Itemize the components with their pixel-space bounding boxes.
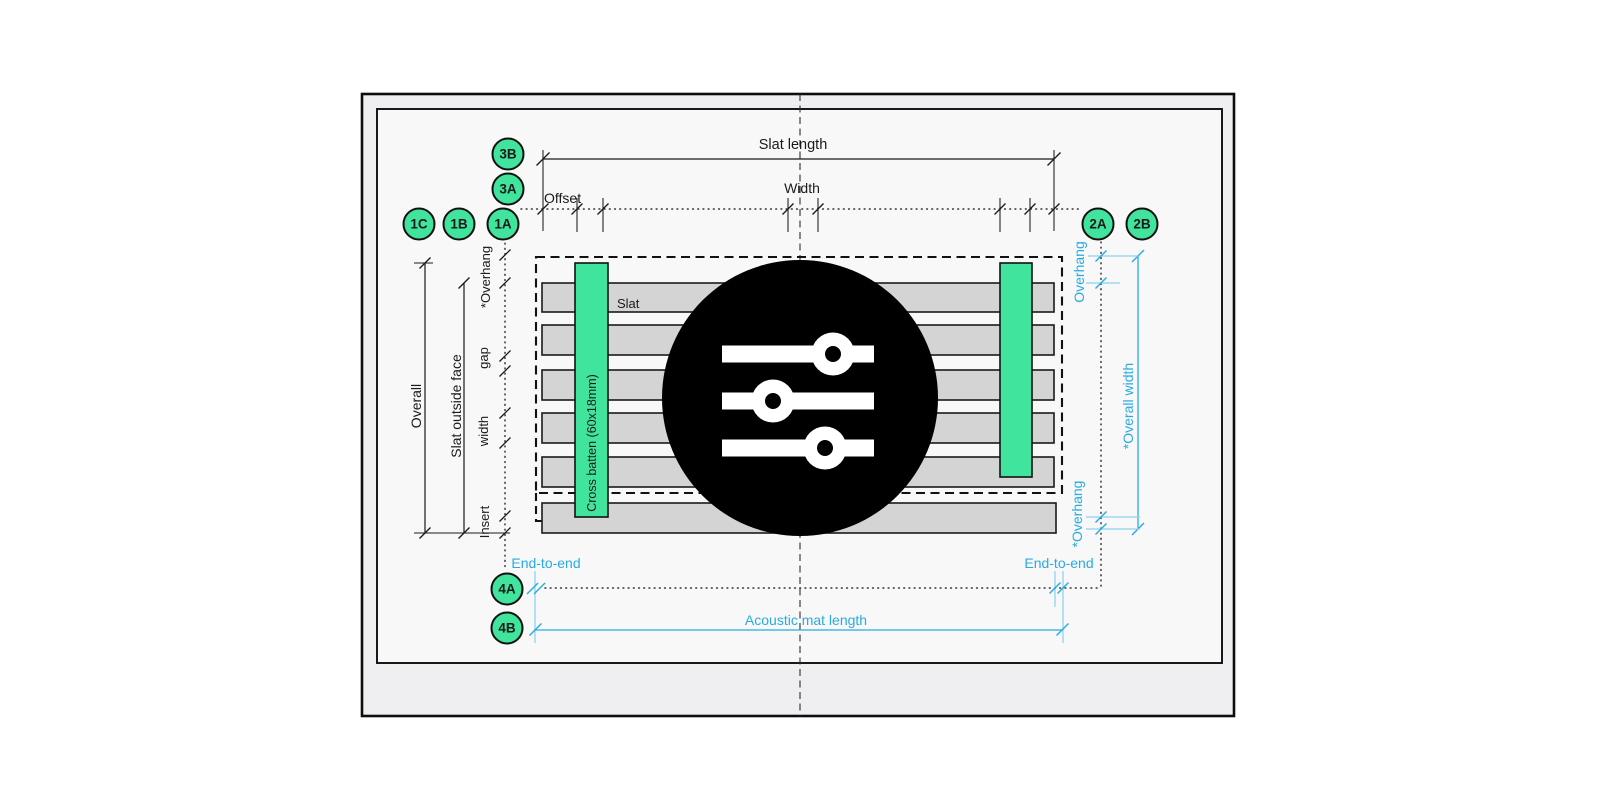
overhang-top-right-label: Overhang [1071,241,1087,302]
slat-width-label: width [476,416,491,447]
slat-label: Slat [617,296,640,311]
end-to-end-left-label: End-to-end [511,555,580,571]
cross-batten-label: Cross batten (60x18mm) [585,374,599,512]
svg-text:2B: 2B [1133,217,1151,232]
acoustic-mat-outline [534,255,1064,523]
badge-3A: 3A [491,172,525,206]
badge-2A: 2A [1081,207,1115,241]
svg-text:1C: 1C [410,217,428,232]
sliders-icon-knobs [765,346,841,456]
width-label: Width [784,180,820,196]
bottom-dimensions: End-to-end End-to-end Acoustic mat lengt… [511,555,1102,643]
acoustic-mat-length-label: Acoustic mat length [745,612,867,628]
mat-dashed-rect [534,255,1064,495]
cross-batten-left [574,262,609,518]
insert-label: Insert [477,505,492,538]
gap-label: gap [476,347,491,369]
badge-2B: 2B [1125,207,1159,241]
top-dimensions: Slat length Offset Width [520,137,1081,232]
svg-text:4B: 4B [498,621,516,636]
overall-width-label: *Overall width [1120,363,1136,449]
end-to-end-right-label: End-to-end [1024,555,1093,571]
overall-label: Overall [408,384,424,428]
left-dimensions: Overall Slat outside face *Overhang gap … [408,211,511,569]
svg-text:2A: 2A [1089,217,1107,232]
slat-length-label: Slat length [759,137,828,153]
badges: 3B 3A 1C 1B 1A 2A 2B 4A [402,137,1159,645]
overhang-bottom-right-label: *Overhang [1069,481,1085,548]
badge-4B: 4B [490,611,524,645]
badge-1A: 1A [486,207,520,241]
svg-text:4A: 4A [498,582,516,597]
overhang-left-label: *Overhang [478,246,493,308]
left-ticks [499,249,511,539]
sliders-icon [722,332,874,470]
top-ticks [537,203,1060,215]
svg-text:1A: 1A [494,217,512,232]
svg-text:3A: 3A [499,182,517,197]
badge-1C: 1C [402,207,436,241]
logo [662,260,938,536]
cross-batten-right [999,262,1033,478]
svg-text:1B: 1B [450,217,468,232]
top-tick-extensions [576,198,1031,232]
offset-label: Offset [544,190,581,206]
badge-4A: 4A [490,572,524,606]
mat-dashed-step [534,493,549,523]
svg-text:3B: 3B [499,147,517,162]
right-dimensions: *Overall width Overhang *Overhang [1069,241,1145,589]
cross-battens [574,262,1033,518]
badge-1B: 1B [442,207,476,241]
slat-outside-face-label: Slat outside face [448,354,464,458]
badge-3B: 3B [491,137,525,171]
